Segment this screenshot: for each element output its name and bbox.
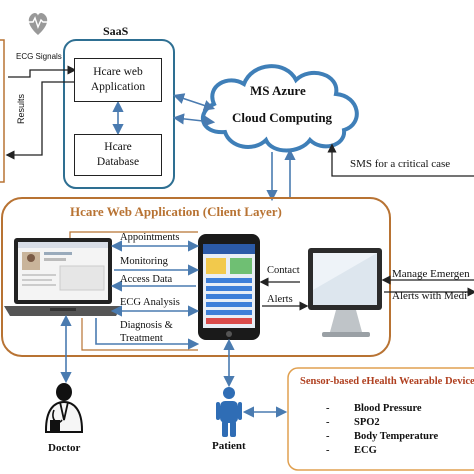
patient-icon [216,387,242,437]
sensor-blood-pressure: Blood Pressure [354,403,422,414]
diagnosis-arrow [95,318,200,350]
sensor-spo2: SPO2 [354,417,380,428]
phone-icon [198,234,260,340]
bracket-top [69,231,198,238]
ecg-signals-label: ECG Signals [16,52,62,61]
monitor-icon [308,248,382,337]
client-layer-title: Hcare Web Application (Client Layer) [70,204,282,219]
sms-arrow [327,143,474,177]
db-line2: Database [96,156,140,168]
web-app-line2: Application [90,81,146,93]
manage-emergency-label: Manage Emergen [392,268,470,280]
heart-ecg-icon [26,13,50,35]
hcare-database-box: Hcare Database [74,134,162,176]
bracket-bottom [81,318,198,351]
doctor-icon [45,383,83,433]
sensor-bullet: - [326,445,330,456]
action-monitoring: Monitoring [120,256,168,267]
sensor-list: -Blood Pressure -SPO2 -Body Temperature … [326,402,438,458]
action-appointments: Appointments [120,232,180,243]
cloud-line1: MS Azure [250,83,306,98]
sensor-container [287,367,474,471]
alerts-medi-label: Alerts with Medi [392,290,468,302]
sensor-ecg: ECG [354,445,377,456]
sms-label: SMS for a critical case [350,158,451,170]
db-line1: Hcare [104,141,132,153]
results-arrow [5,81,74,160]
doctor-label: Doctor [48,442,81,454]
saas-cloud-arrow-2 [172,113,216,127]
patient-label: Patient [212,440,246,452]
action-access-data: Access Data [120,274,173,285]
sensor-item: - ECG [326,444,438,458]
ecg-signals-arrow [8,65,77,78]
action-treatment: Treatment [120,333,163,344]
sensor-item: - Blood Pressure [326,402,438,416]
action-ecg-analysis: ECG Analysis [120,297,180,308]
sensor-bullet: - [326,431,330,442]
left-partial-box [0,39,5,183]
results-label: Results [16,93,26,124]
contact-label: Contact [267,265,300,276]
sensor-title: Sensor-based eHealth Wearable Device [300,376,474,387]
cloud-shape [200,64,359,153]
action-diagnosis: Diagnosis & [120,320,173,331]
laptop-icon [4,238,122,316]
sensor-body-temperature: Body Temperature [354,431,439,442]
cloud-line2: Cloud Computing [232,110,333,125]
saas-title: SaaS [103,24,129,38]
sensor-item: - SPO2 [326,416,438,430]
sensor-bullet: - [326,403,330,414]
sensor-item: - Body Temperature [326,430,438,444]
hcare-web-application-box: Hcare web Application [74,58,162,102]
alerts-label: Alerts [267,294,293,305]
saas-cloud-arrow-1 [172,93,216,111]
web-app-line1: Hcare web [93,66,143,78]
sensor-bullet: - [326,417,330,428]
